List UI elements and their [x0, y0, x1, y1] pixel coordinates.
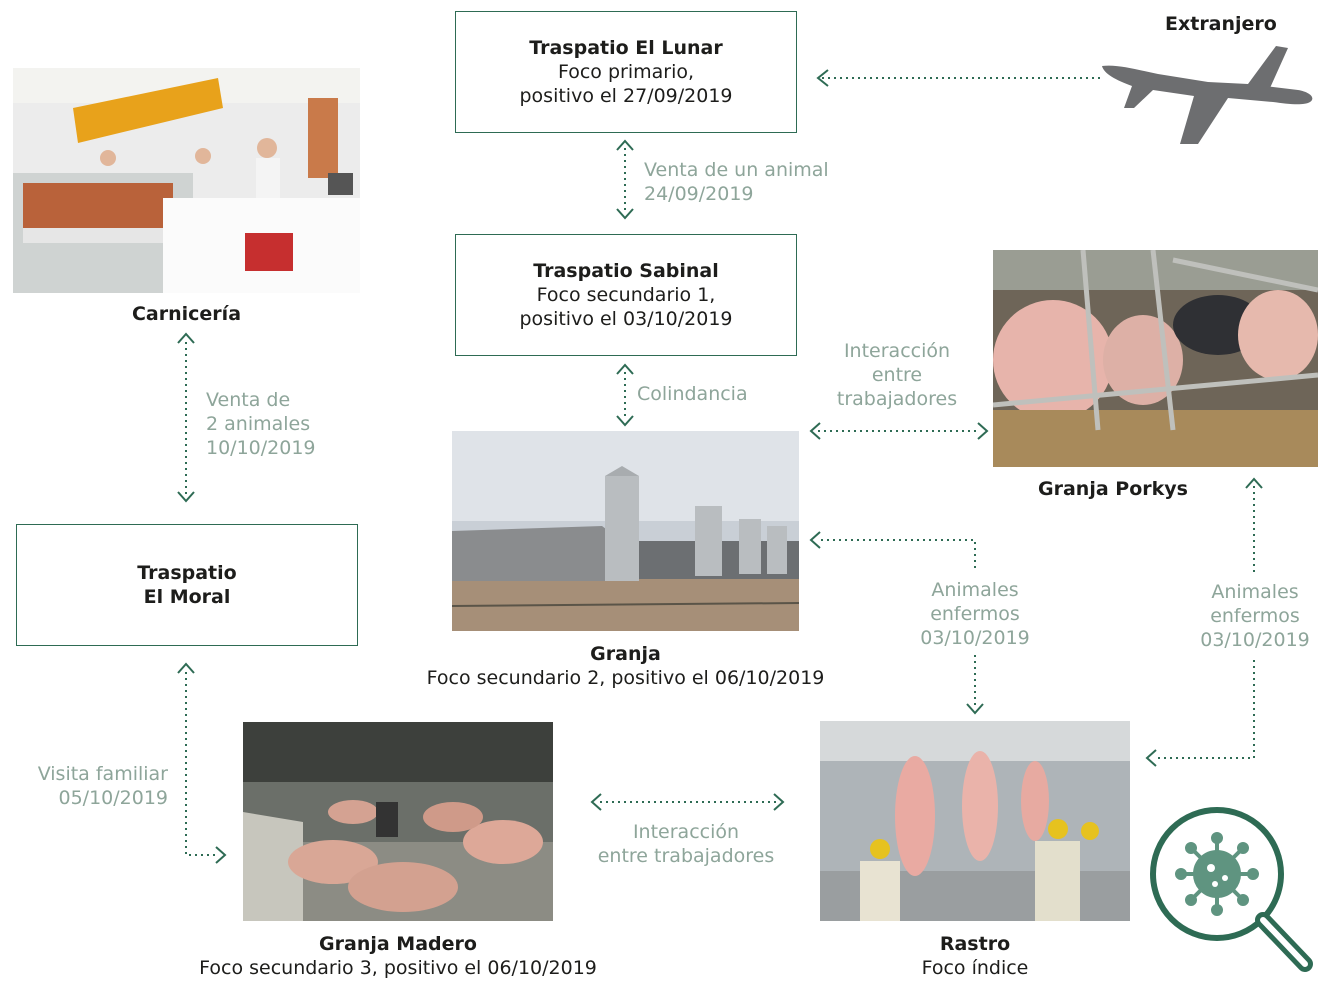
granja-porkys-caption: Granja Porkys: [1038, 478, 1188, 500]
node-line: Foco primario,: [557, 61, 695, 83]
arrow-rastro-granja: [809, 531, 976, 568]
carniceria-photo: [13, 68, 360, 293]
arrow-madero-rastro: [590, 793, 785, 811]
label-enfermos-granja: Animales enfermos 03/10/2019: [920, 579, 1030, 649]
node-title: Traspatio El Lunar: [529, 37, 723, 59]
label-venta-carniceria: Venta de 2 animales 10/10/2019: [206, 389, 316, 459]
rastro-caption: Rastro Foco índice: [921, 933, 1029, 979]
label-venta-animal: Venta de un animal 24/09/2019: [644, 159, 829, 205]
label-colindancia: Colindancia: [637, 383, 748, 405]
arrow-moral-madero: [177, 662, 227, 864]
node-extranjero-label: Extranjero: [1165, 13, 1277, 35]
label-enfermos-porkys: Animales enfermos 03/10/2019: [1200, 581, 1310, 651]
arrow-carniceria-moral: [177, 332, 195, 503]
node-line: positivo el 27/09/2019: [519, 85, 733, 107]
node-traspatio-el-lunar: Traspatio El Lunar Foco primario, positi…: [455, 11, 797, 133]
node-traspatio-sabinal: Traspatio Sabinal Foco secundario 1, pos…: [455, 234, 797, 356]
arrow-porkys-rastro: [1145, 477, 1263, 767]
node-traspatio-el-moral: Traspatio El Moral: [16, 524, 358, 646]
arrow-to-rastro: [966, 655, 984, 715]
arrow-sabinal-granja: [616, 363, 634, 427]
rastro-photo: [820, 721, 1130, 921]
granja-porkys-photo: [993, 250, 1318, 467]
airplane-icon: [1098, 46, 1318, 146]
virus-magnifier-icon: [1145, 802, 1318, 977]
node-title: El Moral: [143, 586, 231, 608]
carniceria-caption: Carnicería: [131, 303, 242, 325]
granja-madero-photo: [243, 722, 553, 921]
node-title: Traspatio: [137, 562, 237, 584]
label-interaccion-madero: Interacción entre trabajadores: [597, 821, 775, 867]
label-interaccion-porkys: Interacción entre trabajadores: [836, 340, 958, 410]
granja-photo: [452, 431, 799, 631]
arrow-lunar-sabinal: [616, 139, 634, 220]
granja-madero-caption: Granja Madero Foco secundario 3, positiv…: [199, 933, 597, 979]
arrow-granja-porkys: [809, 422, 989, 440]
granja-caption: Granja Foco secundario 2, positivo el 06…: [426, 643, 825, 689]
label-visita: Visita familiar 05/10/2019: [37, 763, 168, 809]
node-title: Traspatio Sabinal: [533, 260, 719, 282]
arrow-extranjero-lunar: [816, 69, 1100, 87]
node-line: Foco secundario 1,: [536, 284, 716, 306]
node-line: positivo el 03/10/2019: [519, 308, 733, 330]
